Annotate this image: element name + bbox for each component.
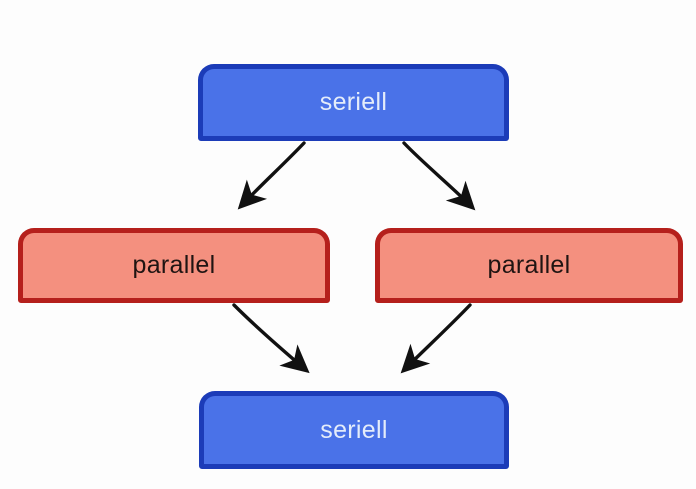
node-label: parallel bbox=[487, 251, 571, 279]
node-label: seriell bbox=[319, 88, 388, 116]
node-parallel-right[interactable]: parallel bbox=[375, 228, 683, 303]
edge-right-to-bottom bbox=[400, 303, 472, 374]
node-label: parallel bbox=[132, 251, 216, 279]
node-seriell-top[interactable]: seriell bbox=[198, 64, 509, 141]
node-label: seriell bbox=[320, 415, 388, 444]
edge-left-to-bottom bbox=[232, 303, 310, 374]
edge-top-to-left bbox=[237, 141, 306, 210]
node-seriell-bottom[interactable]: seriell bbox=[199, 391, 509, 469]
node-parallel-left[interactable]: parallel bbox=[18, 228, 330, 303]
edge-top-to-right bbox=[402, 141, 476, 211]
